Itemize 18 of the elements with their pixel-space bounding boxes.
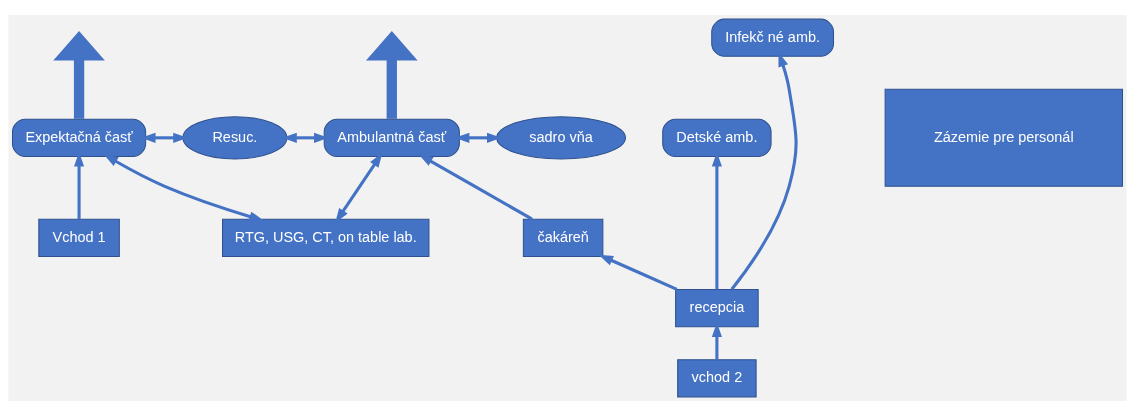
node-box: Vchod 1 xyxy=(38,218,120,258)
arrow xyxy=(418,154,533,221)
node-ellipse: Resuc. xyxy=(182,116,288,160)
arrow xyxy=(103,154,264,222)
node-box: recepcia xyxy=(675,289,759,328)
arrow xyxy=(730,52,798,291)
node-box: Ambulantná časť xyxy=(323,118,460,157)
node-box: Zázemie pre personál xyxy=(884,88,1123,187)
node-box: čakáreň xyxy=(522,218,604,258)
node-box: Detské amb. xyxy=(662,118,772,157)
arrow xyxy=(365,31,418,119)
node-box: Expektačná časť xyxy=(12,118,147,157)
arrow xyxy=(53,31,105,119)
node-box: RTG, USG, CT, on table lab. xyxy=(222,218,430,258)
node-box: Infekč né amb. xyxy=(711,18,835,57)
arrow xyxy=(598,254,678,291)
node-ellipse: sadro vňa xyxy=(496,116,626,160)
node-box: vchod 2 xyxy=(677,359,757,398)
